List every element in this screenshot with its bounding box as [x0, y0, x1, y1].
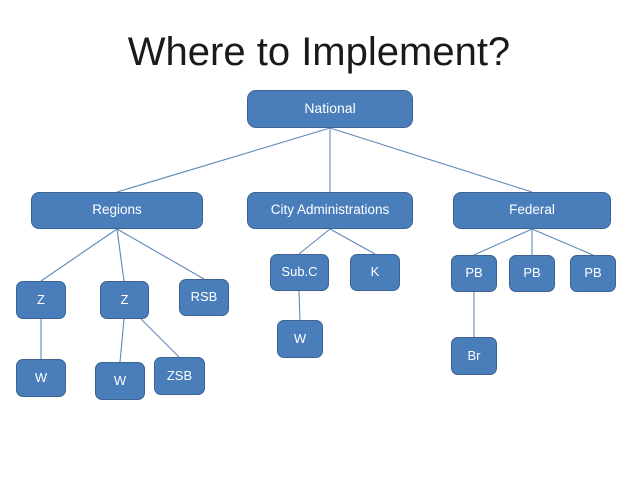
connector-federal-to-fed-pb3 — [531, 228, 594, 256]
node-label: National — [304, 100, 356, 117]
node-label: W — [34, 369, 48, 385]
node-national[interactable]: National — [247, 90, 413, 128]
connector-reg-z2-to-reg-zsb — [140, 318, 180, 358]
node-label: Z — [120, 291, 129, 307]
node-label: PB — [584, 265, 602, 281]
node-label: W — [113, 372, 127, 388]
node-label: K — [370, 264, 380, 280]
connector-national-to-regions — [116, 127, 331, 193]
node-city-k[interactable]: K — [350, 254, 400, 291]
node-label: Sub.C — [281, 264, 318, 280]
node-label: Br — [467, 347, 481, 363]
connector-regions-to-reg-z2 — [116, 228, 125, 282]
page-title: Where to Implement? — [127, 30, 511, 74]
node-label: PB — [523, 265, 541, 281]
connector-national-to-federal — [329, 127, 533, 193]
node-regions[interactable]: Regions — [31, 192, 203, 229]
connector-regions-to-reg-z1 — [40, 228, 118, 282]
node-fed-pb3[interactable]: PB — [570, 255, 616, 292]
connector-city-subc-to-city-w — [298, 290, 301, 321]
node-label: Regions — [92, 202, 142, 218]
node-label: City Administrations — [270, 202, 390, 218]
node-label: Federal — [509, 202, 555, 218]
connector-reg-z2-to-reg-w2 — [119, 318, 125, 363]
node-reg-zsb[interactable]: ZSB — [154, 357, 205, 395]
connector-regions-to-reg-rsb — [116, 228, 205, 280]
node-label: PB — [465, 265, 483, 281]
node-fed-br[interactable]: Br — [451, 337, 497, 375]
node-city-w[interactable]: W — [277, 320, 323, 358]
node-reg-z2[interactable]: Z — [100, 281, 149, 319]
node-fed-pb2[interactable]: PB — [509, 255, 555, 292]
node-label: RSB — [190, 289, 218, 305]
node-reg-w1[interactable]: W — [16, 359, 66, 397]
node-label: Z — [37, 291, 45, 307]
connector-cityadmin-to-city-subc — [298, 228, 331, 255]
node-reg-z1[interactable]: Z — [16, 281, 66, 319]
connector-cityadmin-to-city-k — [329, 228, 376, 255]
node-federal[interactable]: Federal — [453, 192, 611, 229]
node-cityadmin[interactable]: City Administrations — [247, 192, 413, 229]
node-city-subc[interactable]: Sub.C — [270, 254, 329, 291]
node-reg-w2[interactable]: W — [95, 362, 145, 400]
connector-federal-to-fed-pb1 — [473, 228, 533, 256]
node-label: W — [293, 330, 307, 346]
node-reg-rsb[interactable]: RSB — [179, 279, 229, 316]
node-label: ZSB — [166, 367, 193, 383]
node-fed-pb1[interactable]: PB — [451, 255, 497, 292]
